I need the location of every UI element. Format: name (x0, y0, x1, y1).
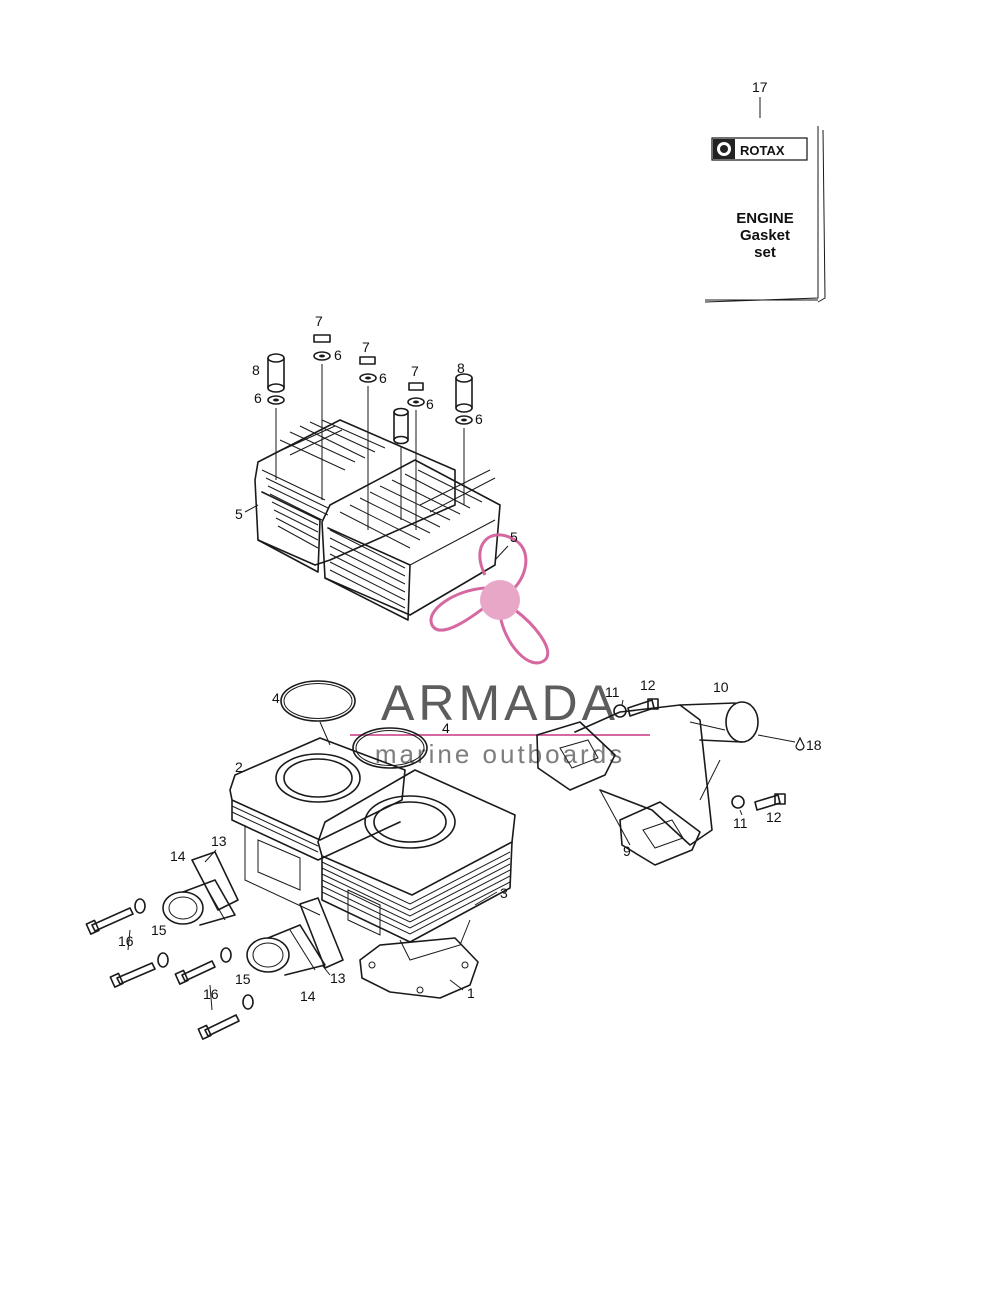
callout-6a: 6 (254, 390, 262, 406)
callout-4b: 4 (442, 720, 450, 736)
cylinder-right (317, 769, 516, 961)
callout-7a: 7 (315, 313, 323, 329)
callout-18: 18 (806, 737, 822, 753)
nut-7a (313, 334, 331, 343)
exhaust-gasket-9-upper (536, 721, 616, 791)
callout-4a: 4 (272, 690, 280, 706)
watermark-tagline: marine outboards (375, 739, 625, 769)
watermark-word: ARMADA (381, 675, 619, 731)
washer-11b (731, 795, 745, 809)
washer-15b (157, 952, 169, 968)
nut-7b (359, 356, 376, 365)
callout-9: 9 (623, 843, 631, 859)
bolt-16a (85, 907, 134, 935)
callout-17: 17 (752, 79, 768, 95)
rotax-brand-text: ROTAX (740, 143, 785, 158)
callout-6c: 6 (379, 370, 387, 386)
callout-12b: 12 (766, 809, 782, 825)
o-ring-left (280, 680, 356, 722)
washer-right-6 (455, 415, 473, 425)
washer-6c (407, 397, 425, 407)
intake-manifold-14-left (162, 879, 236, 926)
callout-6e: 6 (475, 411, 483, 427)
rotax-logo: ROTAX (711, 137, 808, 161)
washer-6b (359, 373, 377, 383)
callout-6b: 6 (334, 347, 342, 363)
intake-gasket-13-right (299, 897, 344, 969)
spacer-middle (393, 407, 409, 445)
cylinder-head-left (254, 419, 456, 573)
callout-12a: 12 (640, 677, 656, 693)
exhaust-manifold-10 (574, 701, 759, 846)
bolt-12a (627, 698, 659, 717)
washer-6a (313, 351, 331, 361)
washer-15c (220, 947, 232, 963)
gasket-kit-box: 17 ROTAX ENGINE Gasket set (704, 79, 826, 303)
callout-2: 2 (235, 759, 243, 775)
washer-11a (613, 704, 627, 718)
callout-labels: 1 2 3 4 4 5 5 6 6 6 6 6 7 7 7 8 8 9 10 1… (118, 313, 822, 1004)
callout-8a: 8 (252, 362, 260, 378)
bolt-16d (197, 1014, 240, 1040)
callout-5b: 5 (510, 529, 518, 545)
callout-11a: 11 (605, 684, 620, 700)
cylinder-left (229, 737, 406, 916)
callout-6d: 6 (426, 396, 434, 412)
intake-manifold-14-right (246, 924, 326, 976)
leader-lines (127, 504, 743, 1011)
cylinder-head-right (321, 459, 501, 621)
callout-7b: 7 (362, 339, 370, 355)
callout-7c: 7 (411, 363, 419, 379)
washer-15d (242, 994, 254, 1010)
exhaust-gasket-9-lower (619, 801, 701, 866)
callout-16a: 16 (118, 933, 134, 949)
callout-11b: 11 (733, 815, 748, 831)
washer-left-6 (267, 395, 285, 405)
spacer-left-8 (267, 353, 285, 393)
bolt-16c (174, 960, 216, 985)
callout-1: 1 (467, 985, 475, 1001)
callout-13a: 13 (211, 833, 227, 849)
nut-7c (408, 382, 424, 391)
propeller-logo (429, 533, 550, 665)
callout-5a: 5 (235, 506, 243, 522)
o-ring-right (352, 727, 428, 769)
washer-15a (134, 898, 146, 914)
bolt-16b (109, 962, 156, 988)
callout-15b: 15 (235, 971, 251, 987)
callout-13b: 13 (330, 970, 346, 986)
spacer-right-8 (455, 373, 473, 413)
callout-15a: 15 (151, 922, 167, 938)
callout-3: 3 (500, 885, 508, 901)
kit-title-gasket: Gasket (740, 227, 790, 244)
drop-icon-18 (795, 736, 805, 751)
kit-title-engine: ENGINE (736, 210, 794, 227)
bolt-12b (754, 793, 786, 811)
base-gasket (359, 937, 479, 999)
kit-title-set: set (754, 244, 776, 261)
callout-14a: 14 (170, 848, 186, 864)
callout-14b: 14 (300, 988, 316, 1004)
callout-10: 10 (713, 679, 729, 695)
callout-8b: 8 (457, 360, 465, 376)
armada-watermark: ARMADA marine outboards (350, 533, 650, 769)
